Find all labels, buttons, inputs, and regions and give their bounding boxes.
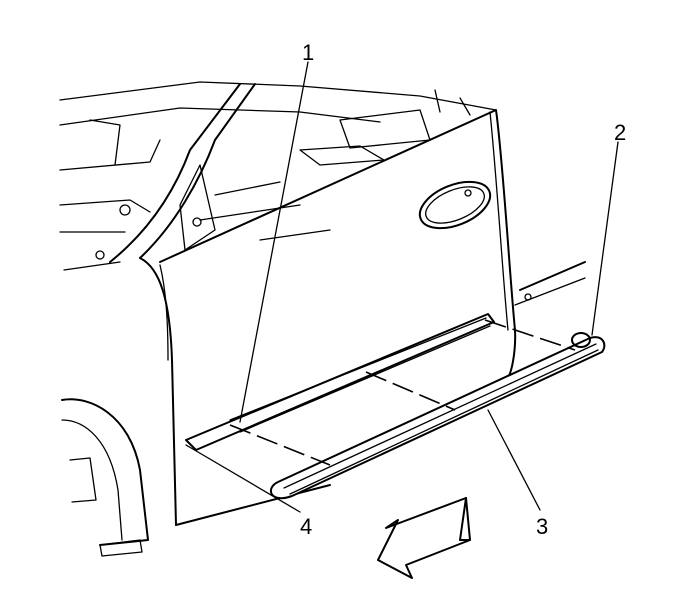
interior-structure — [59, 81, 497, 271]
callout-1: 1 — [302, 40, 314, 65]
door-molding — [269, 332, 606, 500]
body-side — [139, 257, 586, 526]
leader-lines — [185, 61, 619, 513]
callout-3: 3 — [536, 514, 548, 539]
wheel-well — [61, 398, 149, 557]
callout-2: 2 — [614, 120, 626, 145]
door-panel — [159, 109, 532, 381]
callout-4: 4 — [300, 514, 312, 539]
front-arrow-icon — [377, 497, 471, 579]
a-pillar — [109, 83, 256, 263]
alignment-lines — [229, 319, 576, 466]
door-molding-channel — [185, 313, 495, 451]
